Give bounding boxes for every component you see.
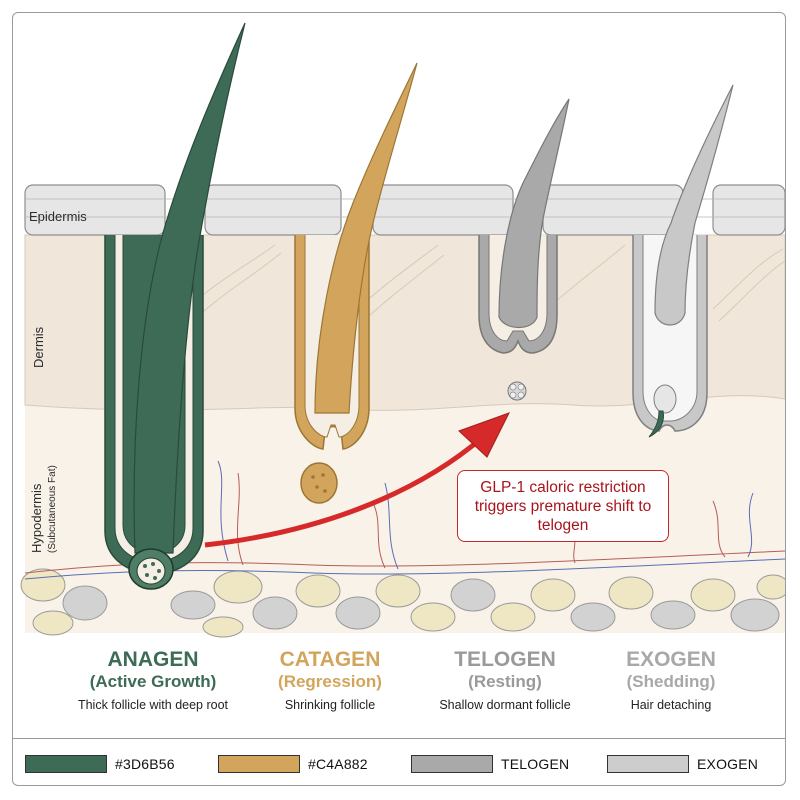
legend-swatch bbox=[411, 755, 493, 773]
legend-swatch bbox=[218, 755, 300, 773]
telogen-hair-shaft bbox=[498, 98, 570, 329]
anagen-follicle bbox=[104, 22, 246, 590]
stage-title: TELOGEN bbox=[454, 648, 556, 671]
legend-item-catagen: #C4A882 bbox=[218, 754, 368, 774]
hypodermis-sub-label: (Subcutaneous Fat) bbox=[47, 465, 58, 553]
stage-description: Shrinking follicle bbox=[284, 698, 376, 712]
stage-title: ANAGEN bbox=[107, 648, 199, 671]
exogen-old-hair-shaft bbox=[654, 84, 734, 326]
stage-subtitle: (Active Growth) bbox=[89, 672, 217, 691]
telogen-dermal-papilla bbox=[507, 381, 527, 401]
legend-swatch bbox=[607, 755, 689, 773]
dermis-label: Dermis bbox=[31, 326, 46, 368]
hypodermis-label: Hypodermis bbox=[29, 483, 44, 553]
hair-cycle-diagram: Epidermis Dermis Hypodermis (Subcutaneou… bbox=[20, 22, 785, 638]
stage-subtitle: (Resting) bbox=[468, 672, 542, 691]
telogen-follicle bbox=[478, 98, 570, 401]
legend-swatch bbox=[25, 755, 107, 773]
legend-item-telogen: TELOGEN bbox=[411, 754, 569, 774]
anagen-hair-shaft bbox=[133, 22, 246, 554]
shift-arrow-head bbox=[458, 412, 511, 458]
catagen-hair-shaft bbox=[314, 62, 418, 414]
catagen-follicle bbox=[294, 62, 418, 504]
legend: #3D6B56 #C4A882 TELOGEN EXOGEN bbox=[13, 738, 785, 785]
legend-item-anagen: #3D6B56 bbox=[25, 754, 175, 774]
stage-subtitle: (Shedding) bbox=[626, 672, 716, 691]
shift-arrow bbox=[204, 435, 485, 548]
legend-label: EXOGEN bbox=[697, 756, 759, 772]
legend-label: #3D6B56 bbox=[115, 756, 175, 772]
stage-description: Thick follicle with deep root bbox=[77, 698, 229, 712]
legend-label: TELOGEN bbox=[501, 756, 570, 772]
diagram-frame: Epidermis Dermis Hypodermis (Subcutaneou… bbox=[12, 12, 786, 786]
callout-text: GLP-1 caloric restriction triggers prema… bbox=[474, 478, 652, 534]
stage-subtitle: (Regression) bbox=[278, 672, 382, 691]
epidermis-label: Epidermis bbox=[29, 209, 87, 224]
legend-label: #C4A882 bbox=[308, 756, 368, 772]
glp1-callout: GLP-1 caloric restriction triggers prema… bbox=[457, 470, 669, 542]
stage-description: Hair detaching bbox=[630, 698, 712, 712]
exogen-follicle bbox=[632, 84, 734, 438]
exogen-new-hair bbox=[648, 410, 664, 438]
stage-description: Shallow dormant follicle bbox=[439, 698, 571, 712]
catagen-dermal-papilla bbox=[300, 462, 338, 504]
epidermis-layer bbox=[24, 184, 785, 236]
stage-title: CATAGEN bbox=[279, 648, 381, 671]
stage-title: EXOGEN bbox=[626, 648, 716, 671]
exogen-club-hair bbox=[653, 384, 677, 414]
legend-item-exogen: EXOGEN bbox=[607, 754, 758, 774]
